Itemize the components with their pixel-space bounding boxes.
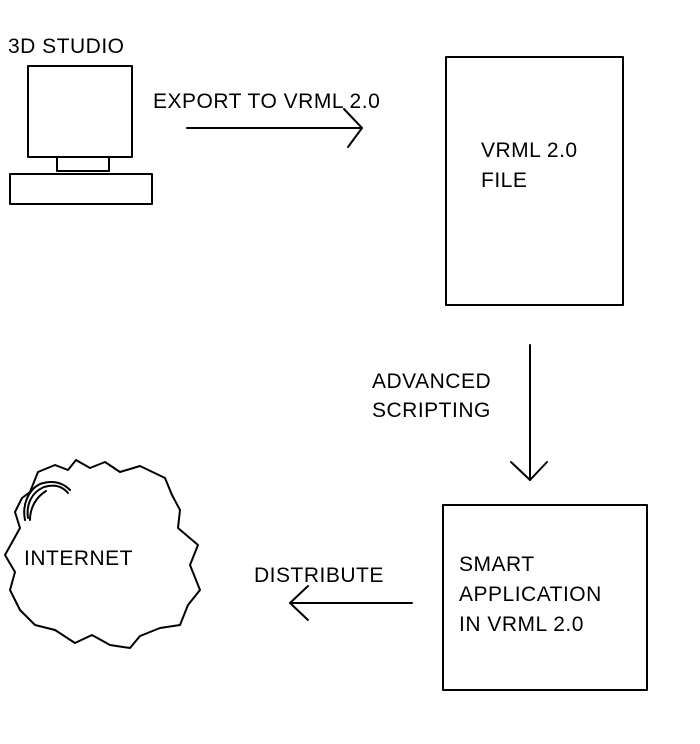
scripting-label-line1: ADVANCED	[372, 370, 491, 393]
smart-app-label-line2: APPLICATION	[459, 583, 602, 606]
smart-app-label-line3: IN VRML 2.0	[459, 613, 584, 636]
smart-application-box	[442, 504, 648, 691]
studio-label: 3D STUDIO	[8, 35, 125, 58]
scripting-label-line2: SCRIPTING	[372, 399, 491, 422]
vrml-file-label-line2: FILE	[481, 169, 527, 192]
vrml-file-label-line1: VRML 2.0	[481, 139, 578, 162]
smart-app-label-line1: SMART	[459, 553, 535, 576]
distribute-label: DISTRIBUTE	[254, 564, 384, 587]
vrml-file-box	[445, 56, 624, 306]
computer-monitor	[27, 65, 133, 158]
computer-icon	[9, 65, 153, 205]
export-label: EXPORT TO VRML 2.0	[153, 90, 380, 113]
computer-stand	[56, 156, 110, 172]
computer-base	[9, 173, 153, 205]
export-arrow	[186, 108, 363, 148]
scripting-arrow	[510, 344, 548, 481]
internet-label: INTERNET	[24, 547, 133, 570]
cloud-icon	[4, 459, 201, 649]
distribute-arrow	[289, 585, 413, 621]
